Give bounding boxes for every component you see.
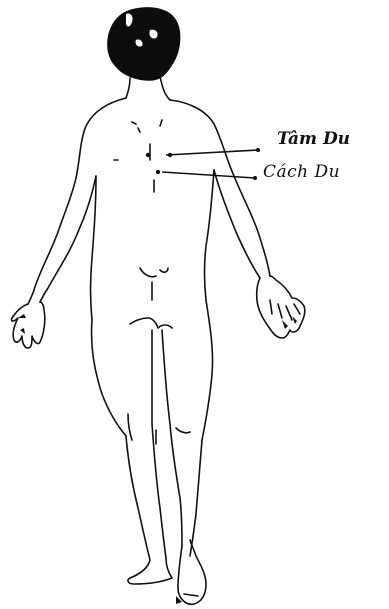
leader-lines [162,150,258,178]
torso-right-side [205,170,215,300]
right-hand [257,276,305,338]
left-hand [11,302,44,348]
neck [126,78,130,98]
right-leg [190,440,202,556]
left-shoulder-arm [28,98,126,304]
cach-du-leader-line [162,172,255,178]
left-leg [126,436,172,584]
hair [108,8,180,80]
gluteal-crease [130,318,172,328]
tam-du-point-left [146,153,150,157]
tam-du-label: Tâm Du [277,131,350,148]
hips [91,320,126,436]
cach-du-label: Cách Du [263,164,340,181]
cach-du-point-left [156,170,160,174]
tam-du-leader-line [166,150,258,155]
